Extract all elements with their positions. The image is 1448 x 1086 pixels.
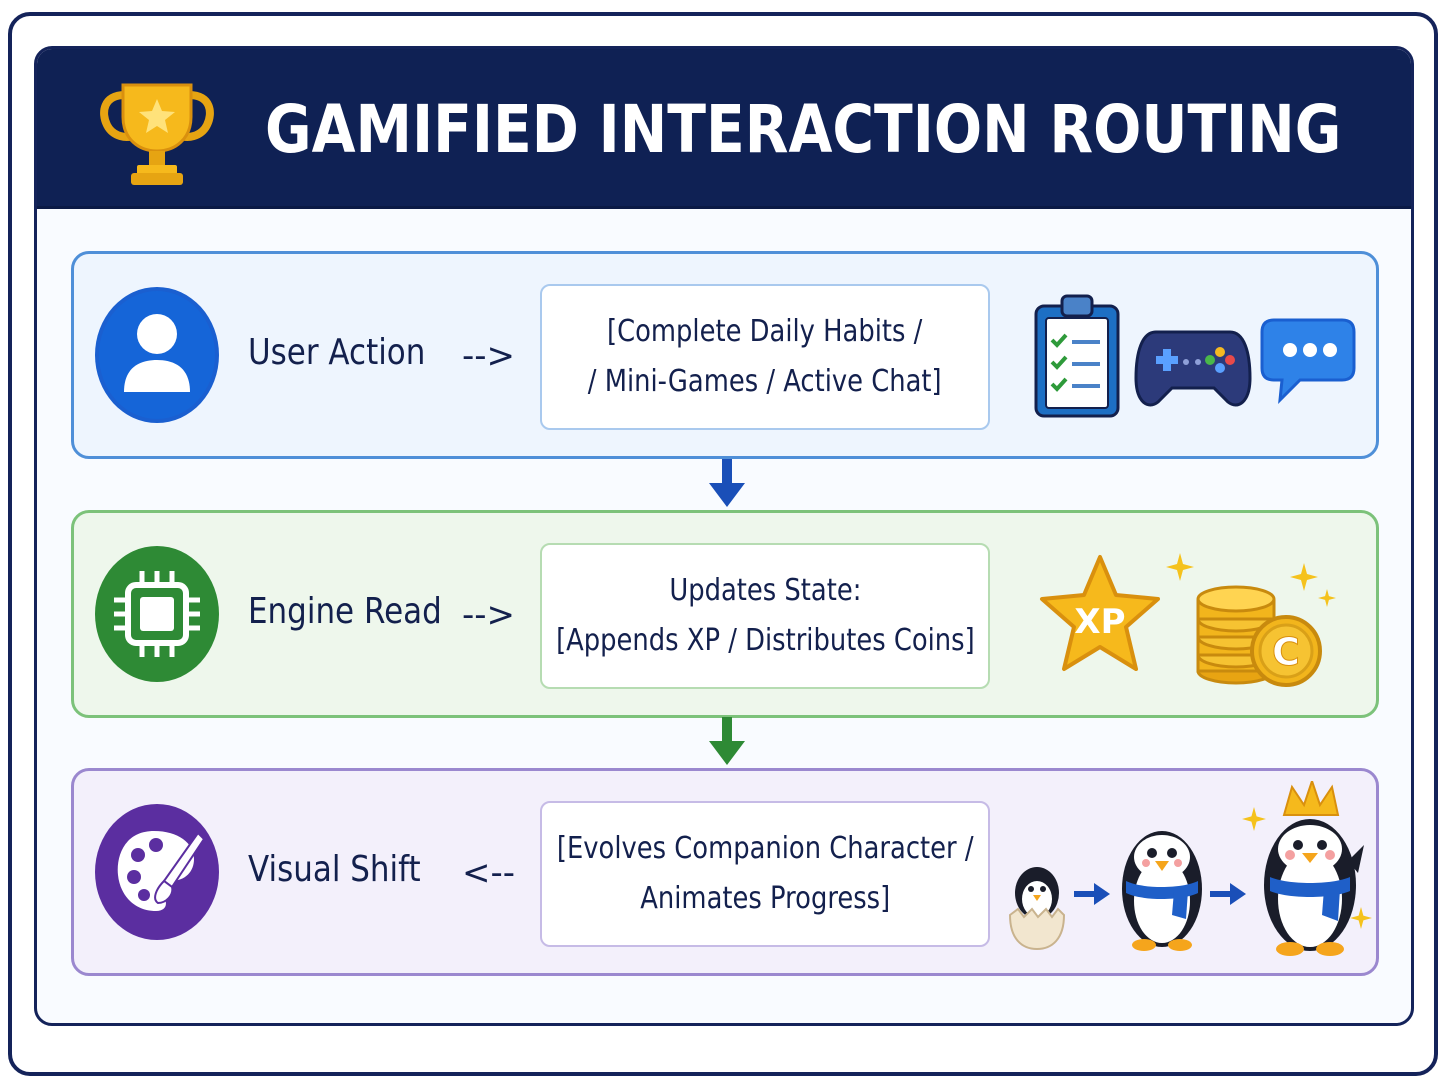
sparkle-icon [1242,807,1266,831]
sparkle-icon [1290,563,1318,591]
penguin-hatchling-icon [1008,867,1066,951]
header-banner: GAMIFIED INTERACTION ROUTING [37,49,1411,209]
progress-arrow-icon [1210,883,1246,905]
stage-label: Engine Read [248,591,442,632]
down-arrow-icon [709,459,745,507]
chip-icon [95,546,219,682]
detail-line: [Evolves Companion Character / [556,831,974,866]
detail-line: [Complete Daily Habits / [607,314,923,349]
stage-label: User Action [248,332,426,373]
sparkle-icon [1350,907,1372,929]
detail-line: Updates State: [668,573,862,608]
left-arrow: <-- [462,853,516,893]
down-arrow-icon [709,717,745,765]
sparkle-icon [1166,553,1194,581]
row-user-action: User Action --> [Complete Daily Habits /… [71,251,1379,459]
stage-label: Visual Shift [248,849,421,890]
detail-box: [Evolves Companion Character / Animates … [540,801,990,947]
detail-line: [Appends XP / Distributes Coins] [555,623,975,658]
palette-icon [95,804,219,940]
user-icon [95,287,219,423]
detail-box: [Complete Daily Habits / / Mini-Games / … [540,284,990,430]
coin-label: C [1272,630,1300,674]
clipboard-checklist-icon [1034,294,1120,418]
penguin-crowned-icon [1264,781,1364,956]
gamepad-icon [1134,330,1252,407]
right-arrow: --> [462,336,516,376]
diagram-card: GAMIFIED INTERACTION ROUTING User Action… [34,46,1414,1026]
row-visual-shift: Visual Shift <-- [Evolves Companion Char… [71,768,1379,976]
progress-arrow-icon [1074,883,1110,905]
trophy-icon [100,83,214,185]
diagram-title: GAMIFIED INTERACTION ROUTING [265,91,1342,168]
detail-line: / Mini-Games / Active Chat] [588,364,942,399]
right-arrow: --> [462,595,516,635]
sparkle-icon [1318,589,1336,607]
chat-bubble-icon [1260,318,1356,405]
detail-line: Animates Progress] [640,881,890,916]
coin-stack-icon: C [1196,585,1322,687]
detail-box: Updates State: [Appends XP / Distributes… [540,543,990,689]
xp-star-icon: XP [1040,555,1160,671]
xp-label: XP [1074,602,1125,642]
penguin-scarf-icon [1122,831,1202,951]
row-engine-read: Engine Read --> Updates State: [Appends … [71,510,1379,718]
